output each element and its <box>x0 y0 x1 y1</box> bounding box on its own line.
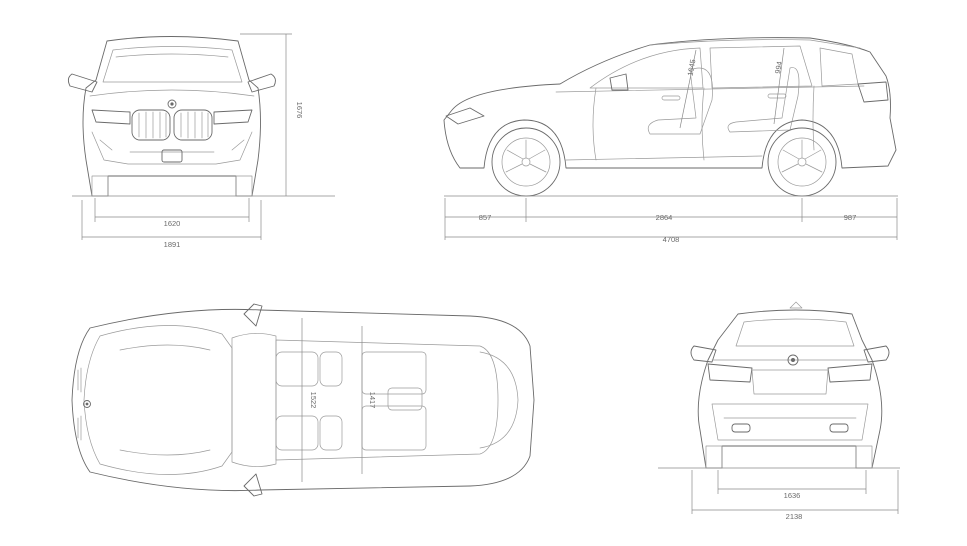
mirror-width-dimension: 2138 <box>691 470 899 521</box>
front-shoulder-label: 1522 <box>309 392 318 409</box>
rear-track-dimension: 1636 <box>717 470 867 500</box>
rear-overhang-label: 987 <box>844 213 857 222</box>
front-view <box>67 36 335 197</box>
height-dimension: 1676 <box>240 33 304 196</box>
top-view: 1522 1417 <box>71 303 535 497</box>
front-width-dimension: 1891 <box>81 200 262 249</box>
height-label: 1676 <box>295 102 304 119</box>
side-view: 1045 994 <box>443 37 898 197</box>
rear-track-label: 1636 <box>784 491 801 500</box>
front-overhang-label: 857 <box>479 213 492 222</box>
length-label: 4708 <box>663 235 680 244</box>
rear-view <box>658 301 900 469</box>
front-track-label: 1620 <box>164 219 181 228</box>
front-width-label: 1891 <box>164 240 181 249</box>
side-dimensions: 857 2864 987 4708 <box>444 198 898 244</box>
front-track-dimension: 1620 <box>94 198 250 228</box>
mirror-width-label: 2138 <box>786 512 803 521</box>
rear-shoulder-label: 1417 <box>368 392 377 409</box>
rear-headroom-label: 994 <box>773 61 784 75</box>
front-headroom-label: 1045 <box>686 59 698 77</box>
wheelbase-label: 2864 <box>656 213 673 222</box>
